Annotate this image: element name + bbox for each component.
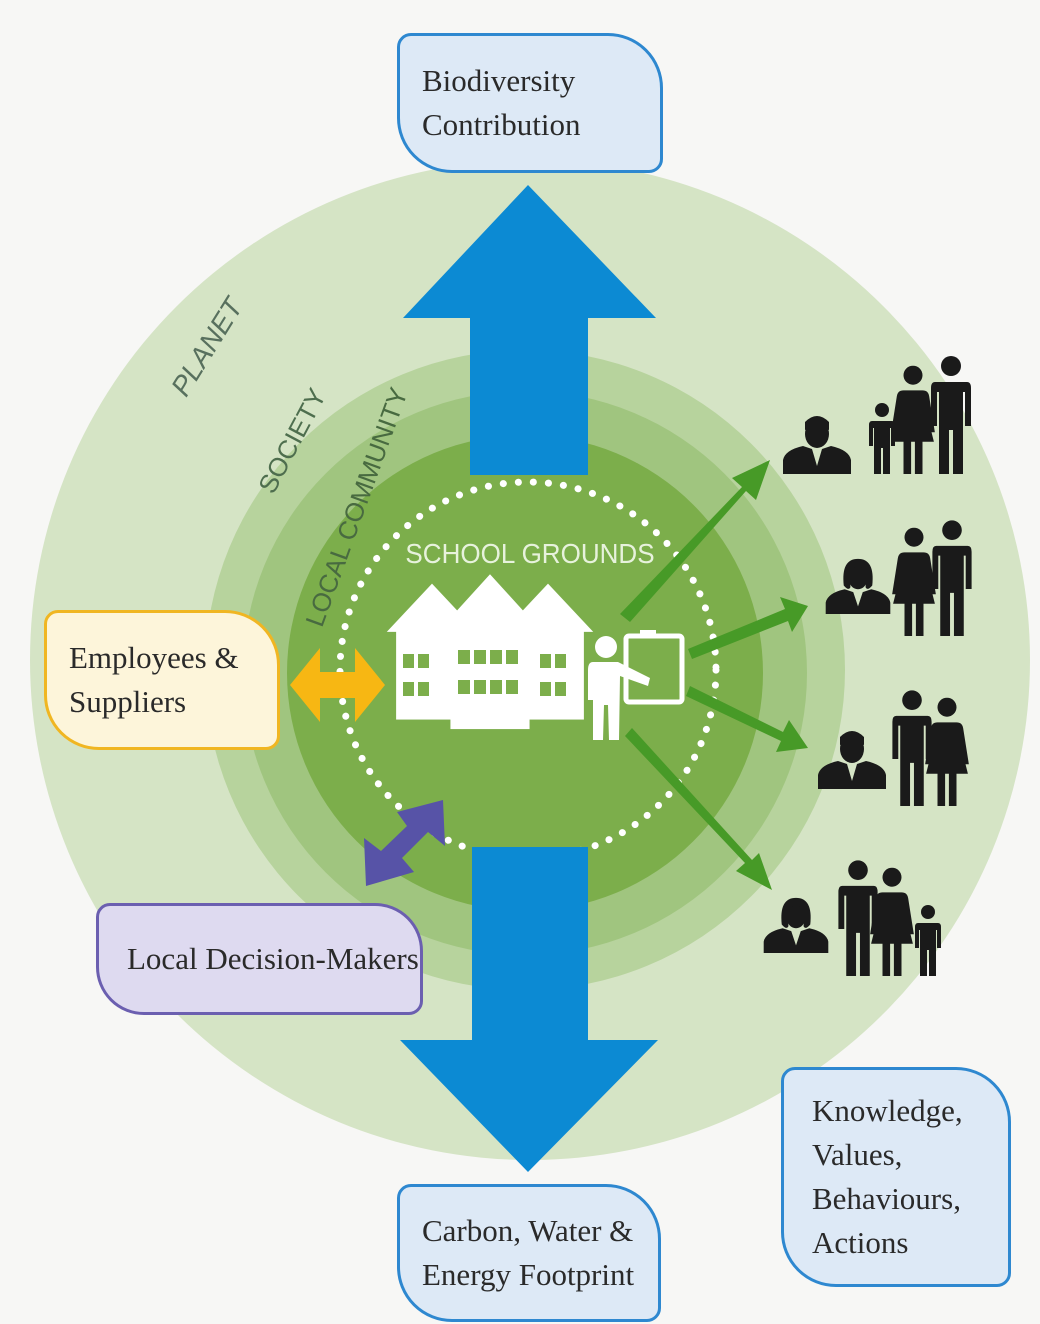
school-grounds-boundary: [336, 478, 720, 862]
green-arrows: [620, 460, 808, 890]
school-grounds-label: SCHOOL GROUNDS: [405, 538, 654, 569]
decision-makers-double-arrow: [364, 800, 445, 886]
box-line: Energy Footprint: [422, 1257, 635, 1292]
box-line: Local Decision-Makers: [127, 941, 419, 976]
box-line: Employees &: [69, 640, 239, 675]
employees-suppliers-box: Employees & Suppliers: [44, 610, 280, 750]
employees-double-arrow: [290, 648, 385, 722]
box-line: Knowledge,: [812, 1093, 963, 1128]
biodiversity-arrow: [403, 185, 656, 475]
box-line: Actions: [812, 1225, 909, 1260]
box-line: Suppliers: [69, 684, 187, 719]
box-line: Values,: [812, 1137, 903, 1172]
footprint-box: Carbon, Water & Energy Footprint: [397, 1184, 661, 1322]
knowledge-values-box: Knowledge, Values, Behaviours, Actions: [781, 1067, 1011, 1287]
green-arrow-3: [686, 686, 808, 752]
green-arrow-2: [688, 597, 808, 659]
teacher-at-board-icon: [588, 630, 685, 740]
biodiversity-contribution-box: Biodiversity Contribution: [397, 33, 663, 173]
green-arrow-4: [625, 728, 772, 890]
box-line: Carbon, Water &: [422, 1213, 634, 1248]
local-decision-makers-box: Local Decision-Makers: [96, 903, 423, 1015]
footprint-arrow: [400, 847, 658, 1172]
box-line: Biodiversity: [422, 63, 576, 98]
school-building-icon: [386, 574, 594, 730]
box-line: Contribution: [422, 107, 581, 142]
green-arrow-1: [620, 460, 770, 622]
box-line: Behaviours,: [812, 1181, 961, 1216]
